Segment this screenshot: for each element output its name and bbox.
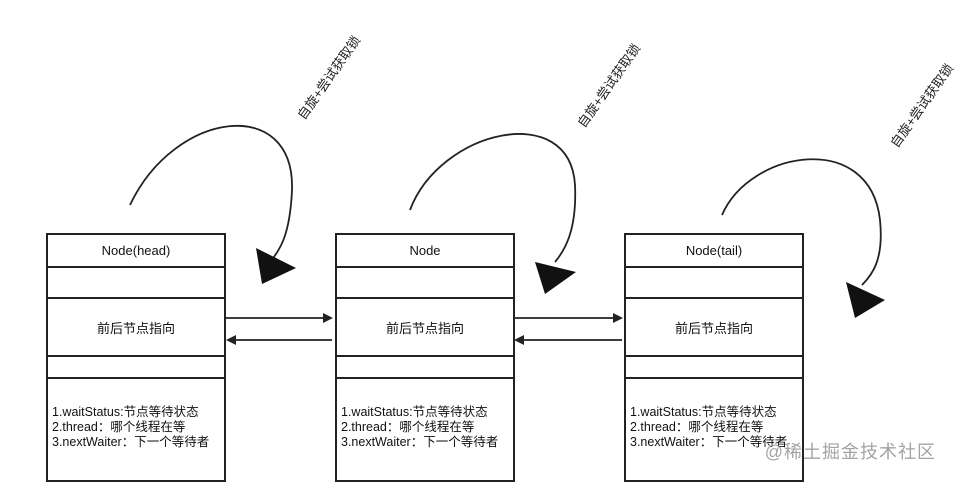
prev-pointer-arrowhead-2 (514, 335, 524, 345)
node-empty-row (337, 357, 513, 379)
node-middle: Node 前后节点指向 1.waitStatus:节点等待状态 2.thread… (335, 233, 515, 482)
node-fields: 1.waitStatus:节点等待状态 2.thread：哪个线程在等 3.ne… (337, 379, 513, 480)
node-pointer-label: 前后节点指向 (626, 299, 802, 357)
prev-pointer-arrowhead-1 (226, 335, 236, 345)
node-head: Node(head) 前后节点指向 1.waitStatus:节点等待状态 2.… (46, 233, 226, 482)
node-empty-row (48, 268, 224, 299)
node-pointer-label: 前后节点指向 (48, 299, 224, 357)
field-thread: 2.thread：哪个线程在等 (52, 420, 186, 434)
node-empty-row (48, 357, 224, 379)
spin-arrowhead-head-node (256, 248, 296, 284)
field-thread: 2.thread：哪个线程在等 (341, 420, 475, 434)
field-thread: 2.thread：哪个线程在等 (630, 420, 764, 434)
field-wait-status: 1.waitStatus:节点等待状态 (52, 405, 199, 419)
node-empty-row (626, 357, 802, 379)
spin-arrow-head-node (129, 124, 293, 263)
field-next-waiter: 3.nextWaiter：下一个等待者 (52, 435, 210, 449)
node-empty-row (626, 268, 802, 299)
field-wait-status: 1.waitStatus:节点等待状态 (341, 405, 488, 419)
field-next-waiter: 3.nextWaiter：下一个等待者 (630, 435, 788, 449)
spin-arrowhead-middle-node (535, 262, 576, 294)
next-pointer-arrowhead-2 (613, 313, 623, 323)
node-fields: 1.waitStatus:节点等待状态 2.thread：哪个线程在等 3.ne… (626, 379, 802, 480)
spin-arrow-middle-node (409, 133, 577, 263)
next-pointer-arrowhead-1 (323, 313, 333, 323)
node-fields: 1.waitStatus:节点等待状态 2.thread：哪个线程在等 3.ne… (48, 379, 224, 480)
watermark: @稀土掘金技术社区 (764, 442, 936, 462)
node-tail: Node(tail) 前后节点指向 1.waitStatus:节点等待状态 2.… (624, 233, 804, 482)
node-title: Node (337, 235, 513, 268)
node-empty-row (337, 268, 513, 299)
field-wait-status: 1.waitStatus:节点等待状态 (630, 405, 777, 419)
field-next-waiter: 3.nextWaiter：下一个等待者 (341, 435, 499, 449)
spin-arrow-tail-node (721, 158, 882, 286)
node-title: Node(tail) (626, 235, 802, 268)
node-pointer-label: 前后节点指向 (337, 299, 513, 357)
spin-arrowhead-tail-node (846, 282, 885, 318)
node-title: Node(head) (48, 235, 224, 268)
